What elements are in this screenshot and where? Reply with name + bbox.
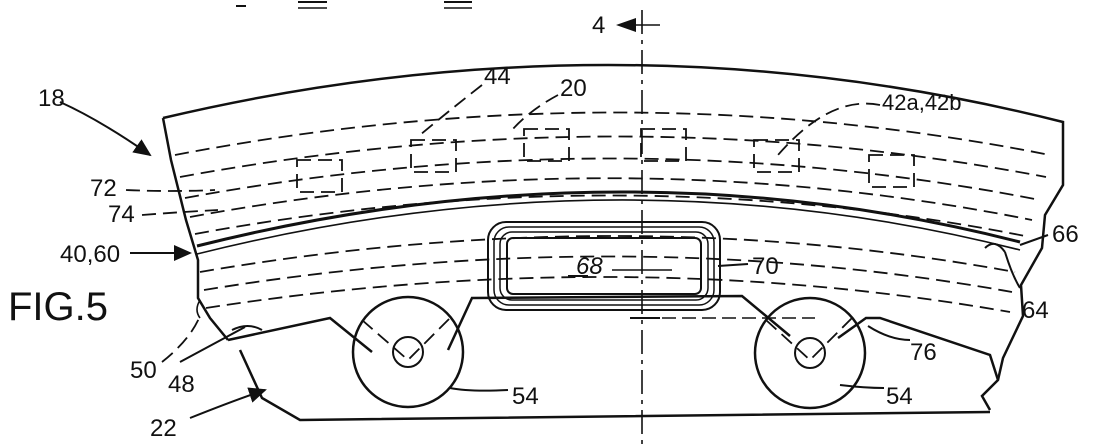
section-line bbox=[612, 10, 815, 448]
base-body bbox=[227, 294, 1000, 422]
shoulder-48 bbox=[231, 325, 263, 331]
label-64: 64 bbox=[1022, 297, 1049, 324]
label-74: 74 bbox=[108, 201, 135, 228]
segment-outline bbox=[161, 63, 1065, 411]
label-20: 20 bbox=[560, 75, 587, 102]
label-70: 70 bbox=[752, 253, 779, 280]
dashed-layers-lower bbox=[199, 235, 1016, 313]
interface-band-upper bbox=[196, 190, 1021, 248]
label-22: 22 bbox=[150, 415, 177, 442]
header-marks bbox=[236, 1, 472, 9]
label-68: 68 bbox=[576, 253, 603, 280]
label-72: 72 bbox=[90, 175, 117, 202]
label-48: 48 bbox=[168, 371, 195, 398]
label-76: 76 bbox=[910, 339, 937, 366]
label-66: 66 bbox=[1052, 221, 1079, 248]
label-54-left: 54 bbox=[512, 383, 539, 410]
label-18: 18 bbox=[38, 85, 65, 112]
roller-left bbox=[351, 295, 465, 409]
dashed-layers-upper bbox=[174, 111, 1051, 237]
label-section-4: 4 bbox=[592, 12, 605, 39]
label-42a-42b: 42a,42b bbox=[882, 90, 962, 115]
fig-title: FIG.5 bbox=[8, 285, 108, 329]
label-44: 44 bbox=[484, 63, 511, 90]
roller-right bbox=[753, 296, 867, 410]
notch-64 bbox=[984, 242, 1006, 253]
sensor-boxes bbox=[296, 128, 915, 193]
interface-band-lower bbox=[196, 199, 1021, 255]
leader-lines bbox=[59, 84, 1049, 419]
label-54-right: 54 bbox=[886, 383, 913, 410]
label-50: 50 bbox=[130, 357, 157, 384]
label-40-60: 40,60 bbox=[60, 241, 120, 268]
